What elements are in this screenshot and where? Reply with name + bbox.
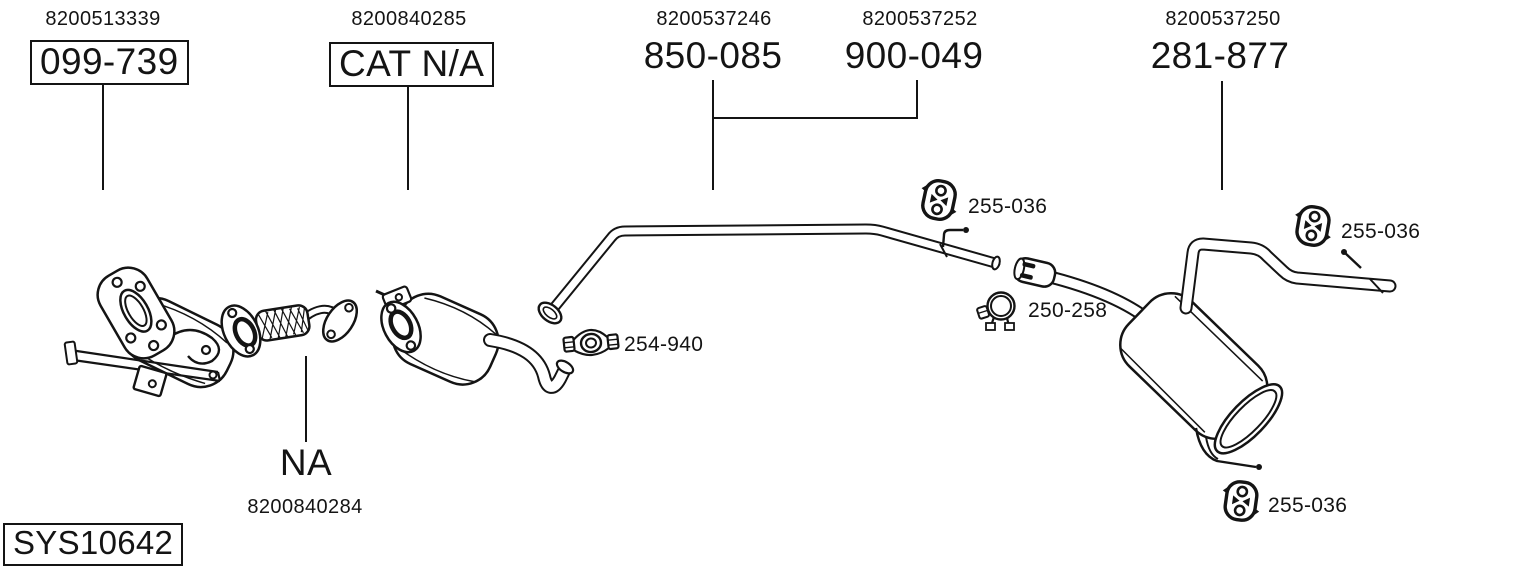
center-silencer-drawing bbox=[375, 285, 575, 394]
rear-silencer-drawing bbox=[1119, 292, 1284, 455]
part-code: 281-877 bbox=[1150, 35, 1290, 76]
oem-number: 8200537246 bbox=[656, 8, 772, 30]
leader-lines bbox=[102, 80, 1223, 442]
oem-number: 8200840284 bbox=[247, 496, 363, 518]
rubber-hanger-icon bbox=[1288, 202, 1338, 250]
rubber-hanger-icon bbox=[914, 175, 964, 225]
part-code-na: NA bbox=[279, 442, 333, 483]
rubber-hanger-icon bbox=[1217, 477, 1265, 525]
callout-label: 250-258 bbox=[1028, 299, 1108, 322]
center-pipe-drawing bbox=[537, 223, 1001, 325]
callout-label: 254-940 bbox=[624, 333, 704, 356]
flex-pipe-drawing bbox=[220, 299, 359, 358]
callout-label: 255-036 bbox=[1268, 494, 1348, 517]
system-code-box: SYS10642 bbox=[3, 523, 184, 566]
part-code: 850-085 bbox=[643, 35, 783, 76]
rear-hanger-rod-drawing bbox=[1194, 427, 1262, 470]
oem-number: 8200840285 bbox=[351, 8, 467, 30]
oem-number: 8200537252 bbox=[862, 8, 978, 30]
part-code-box: CAT N/A bbox=[329, 42, 495, 87]
oem-number: 8200537250 bbox=[1165, 8, 1281, 30]
part-code: 900-049 bbox=[844, 35, 984, 76]
band-clamp-icon bbox=[976, 291, 1016, 331]
oem-number: 8200513339 bbox=[45, 8, 161, 30]
part-code: CAT N/A bbox=[339, 43, 485, 84]
callout-label: 255-036 bbox=[1341, 220, 1421, 243]
front-catalytic-converter-drawing bbox=[63, 266, 235, 398]
tailpipe-drawing bbox=[1179, 237, 1397, 315]
pipe-clamp-icon bbox=[562, 328, 620, 357]
part-code-box: 099-739 bbox=[30, 40, 189, 85]
system-code: SYS10642 bbox=[13, 524, 174, 561]
part-code: 099-739 bbox=[40, 41, 179, 82]
callout-label: 255-036 bbox=[968, 195, 1048, 218]
